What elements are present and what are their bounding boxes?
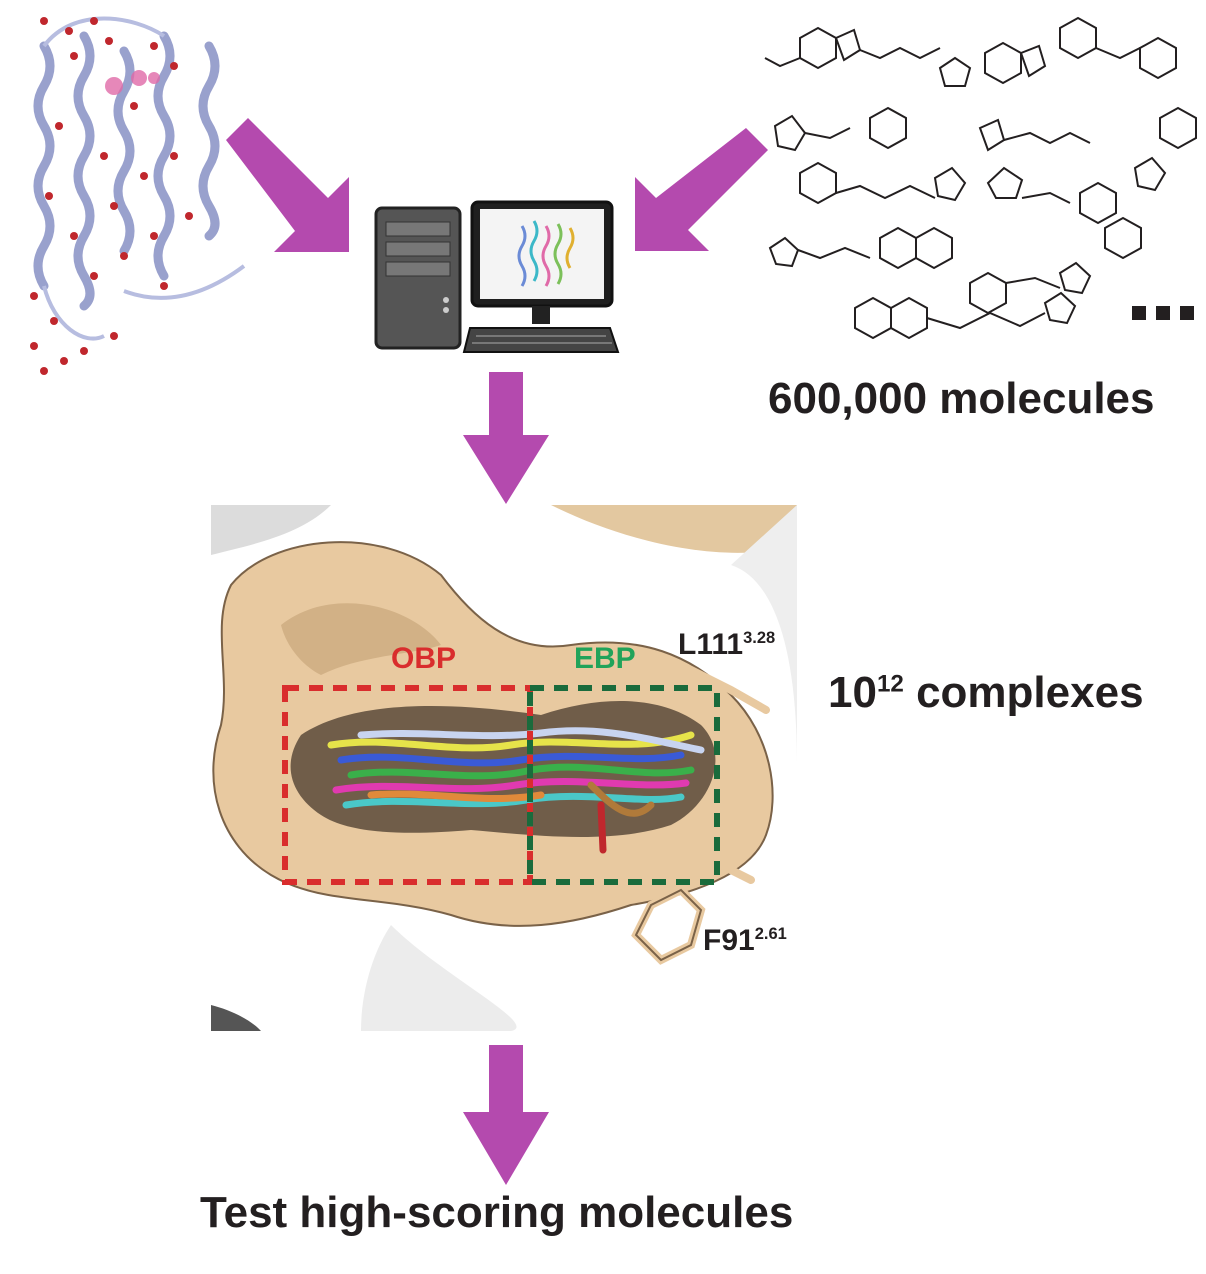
obp-label: OBP [391,642,457,675]
final-step-label: Test high-scoring molecules [200,1188,794,1237]
arrow-computer-to-docking [463,372,549,504]
binding-pocket-illustration [211,505,797,1031]
residue-l111-label: L1113.28 [678,628,776,661]
molecule-library-structures [764,16,1197,340]
arrow-library-to-computer [635,128,768,251]
obp-box [282,685,533,885]
arrow-docking-to-test [463,1045,549,1185]
l111-sidechain [687,666,770,714]
ebp-label: EBP [574,642,636,675]
molecule-count-label: 600,000 molecules [768,374,1155,423]
complexes-count-label: 1012 complexes [828,668,1144,717]
receptor-structure-illustration [30,16,246,375]
arrow-receptor-to-computer [226,118,349,252]
computer-icon [374,200,620,353]
residue-f91-label: F912.61 [703,924,787,957]
